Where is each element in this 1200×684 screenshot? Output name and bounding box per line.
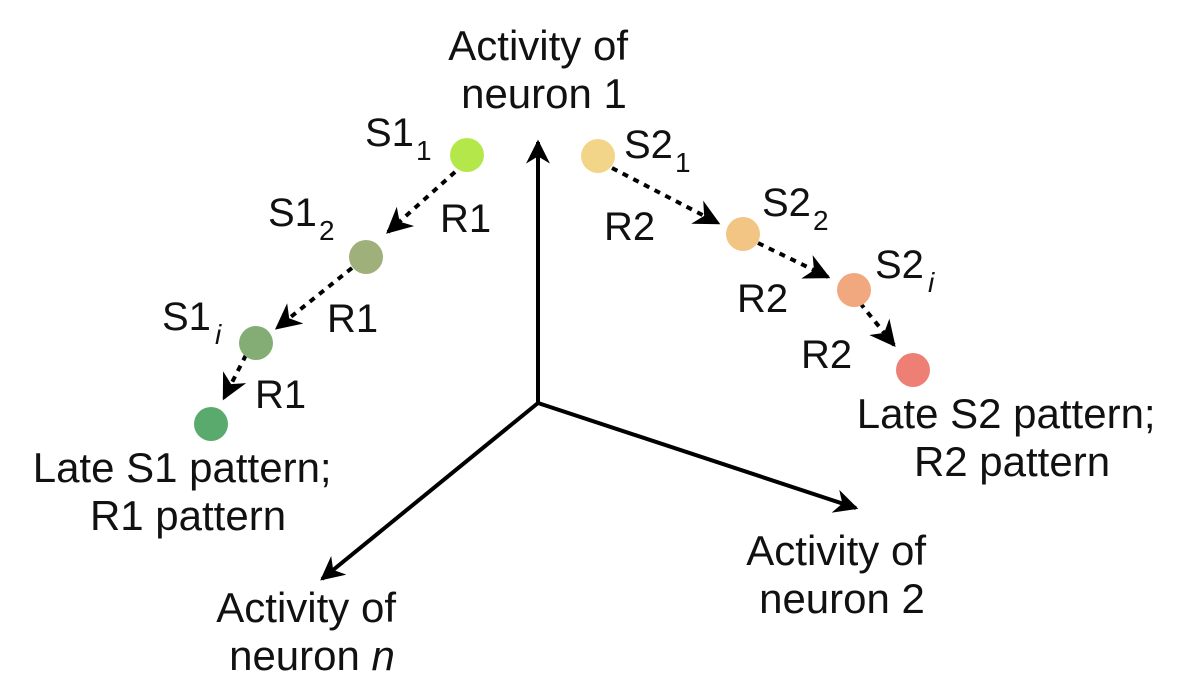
s1-arrow-1 [386, 170, 457, 234]
s1-late-pattern-label: Late S1 pattern; R1 pattern [33, 444, 344, 539]
s2-arrow-3 [858, 301, 896, 348]
s1-arrow-label-1: R1 [440, 197, 491, 241]
axis-neuron-2 [537, 401, 859, 513]
s2-point-late [896, 353, 930, 387]
s2-arrow-label-2: R2 [737, 277, 788, 321]
s2-arrow-label-1: R2 [604, 205, 655, 249]
axis-neuron-n [320, 401, 540, 581]
s2-late-pattern-label: Late S2 pattern; R2 pattern [857, 390, 1168, 485]
s2-point-i [837, 273, 871, 307]
s1-arrow-label-3: R1 [255, 373, 306, 417]
s1-point-late [194, 407, 228, 441]
s2-point-2 [726, 217, 760, 251]
s1-arrow-2 [274, 266, 354, 330]
s1-label-1: S11 [365, 111, 432, 166]
s2-point-1 [581, 139, 615, 173]
axis-label-neuron-n: Activity of neuron n [216, 584, 407, 679]
s1-point-1 [450, 138, 484, 172]
s1-label-2: S12 [268, 191, 335, 246]
axis-label-neuron-2: Activity of neuron 2 [746, 527, 937, 622]
axis-label-neuron-1: Activity of neuron 1 [448, 22, 639, 117]
s2-label-2: S22 [762, 181, 829, 236]
s1-arrow-label-2: R1 [327, 297, 378, 341]
s1-arrow-3 [222, 354, 248, 401]
s2-label-1: S21 [624, 123, 691, 178]
s2-arrow-1 [611, 166, 721, 225]
s1-point-2 [349, 240, 383, 274]
s2-arrow-label-3: R2 [801, 333, 852, 377]
s2-arrow-2 [757, 241, 831, 279]
s1-point-i [239, 326, 273, 360]
